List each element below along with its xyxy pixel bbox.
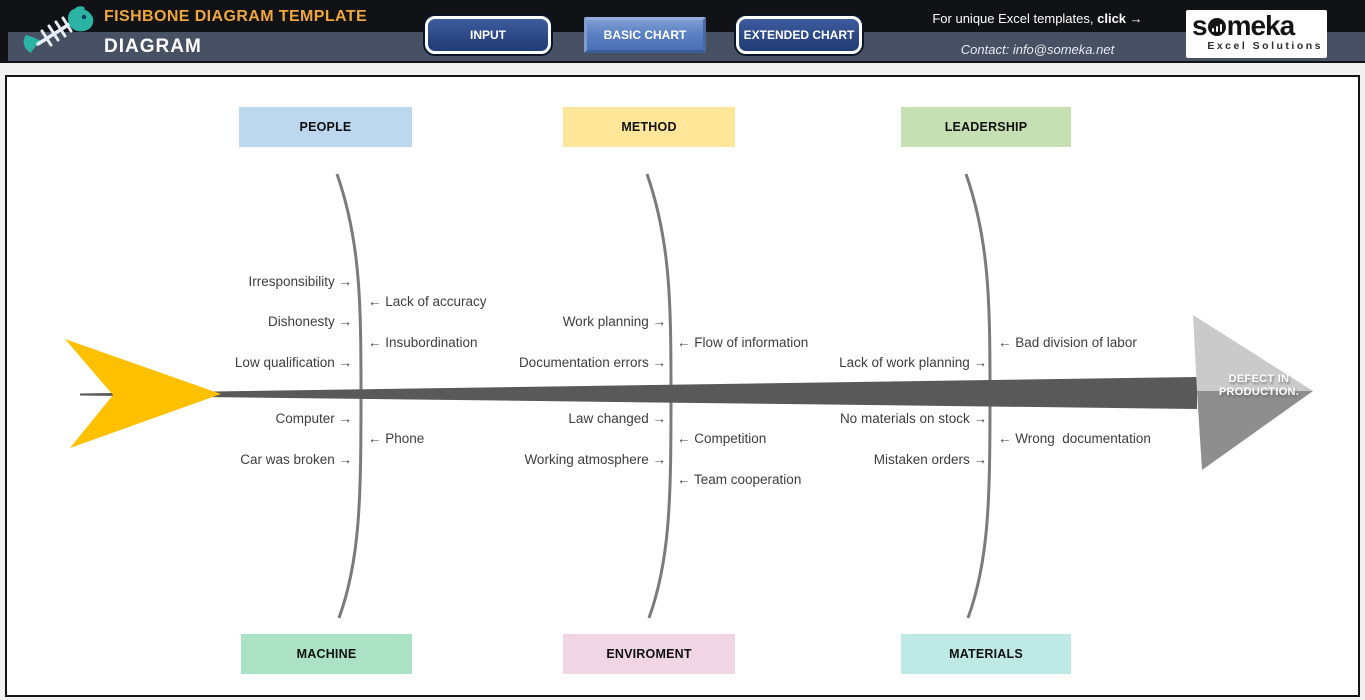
sheet-title: DIAGRAM [104,36,202,57]
input-button[interactable]: INPUT [425,16,551,54]
basic-chart-button-label: BASIC CHART [603,28,687,42]
category-box-leadership: LEADERSHIP [901,107,1071,147]
promo-text: For unique Excel templates, click → [900,11,1175,26]
cause-label-people: Dishonesty → [267,314,352,329]
cause-label-method: Documentation errors → [518,355,666,370]
cause-label-people: Irresponsibility → [248,274,352,289]
cause-label-enviroment: Working atmosphere → [524,452,666,467]
someka-logo-subtitle: Excel Solutions [1207,40,1323,52]
basic-chart-button[interactable]: BASIC CHART [584,17,706,53]
cause-label-method: Work planning → [562,314,666,329]
diagram-panel [5,75,1360,697]
cause-label-enviroment: Law changed → [568,411,666,426]
cause-label-leadership: Lack of work planning → [839,355,987,370]
cause-label-leadership: ← Bad division of labor [998,335,1137,350]
template-title: FISHBONE DIAGRAM TEMPLATE [104,8,368,25]
extended-chart-button[interactable]: EXTENDED CHART [736,16,862,54]
logo-text-meka: meka [1226,10,1296,41]
logo-text-s: s [1192,10,1208,41]
cause-label-machine: ← Phone [368,431,425,446]
effect-label: DEFECT IN PRODUCTION. [1208,373,1310,399]
contact-text: Contact: info@someka.net [960,42,1115,57]
category-box-method: METHOD [563,107,735,147]
cause-label-enviroment: ← Competition [677,431,767,446]
fishbone-logo-icon [23,6,94,53]
promo-prefix: For unique Excel templates, [932,11,1098,26]
cause-label-materials: No materials on stock → [839,411,987,426]
cause-label-machine: Car was broken → [240,452,352,467]
cause-label-materials: ← Wrong documentation [998,431,1151,446]
header-bar: FISHBONE DIAGRAM TEMPLATE DIAGRAM INPUT … [0,0,1365,63]
cause-label-people: ← Insubordination [368,335,478,350]
effect-label-line2: PRODUCTION. [1218,386,1300,398]
input-button-label: INPUT [470,28,506,42]
logo-chart-o-icon [1207,18,1226,36]
cause-label-enviroment: ← Team cooperation [677,472,802,487]
category-box-machine: MACHINE [241,634,412,674]
extended-chart-button-label: EXTENDED CHART [743,28,855,42]
promo-click-link[interactable]: click → [1097,11,1143,26]
cause-label-materials: Mistaken orders → [873,452,987,467]
category-box-enviroment: ENVIROMENT [563,634,735,674]
cause-label-method: ← Flow of information [677,335,809,350]
cause-label-people: ← Lack of accuracy [368,294,487,309]
category-box-materials: MATERIALS [901,634,1071,674]
category-box-people: PEOPLE [239,107,412,147]
cause-label-machine: Computer → [275,411,352,426]
effect-label-line1: DEFECT IN [1228,373,1290,385]
cause-label-people: Low qualification → [234,355,352,370]
